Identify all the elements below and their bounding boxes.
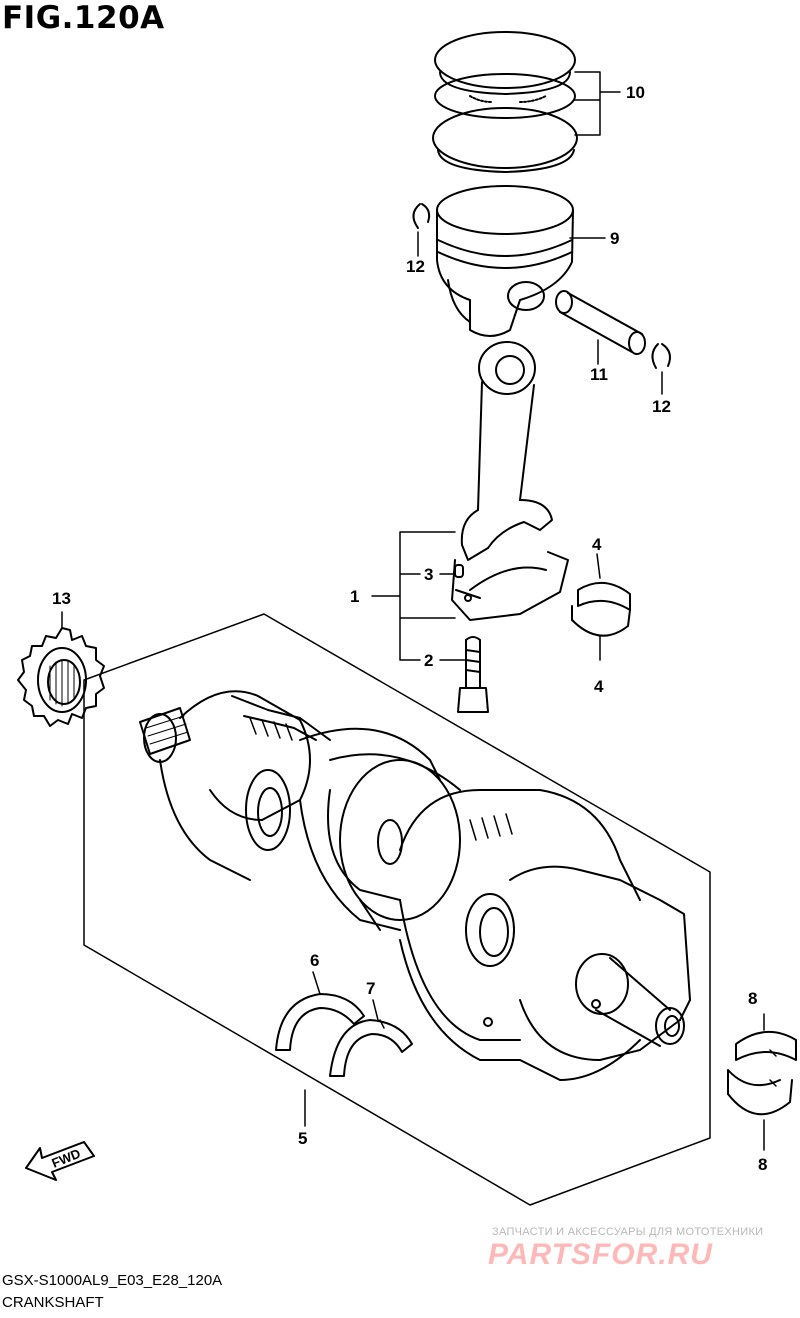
con-rod-bolt [457,636,489,713]
piston [436,185,574,337]
callout-8b: 8 [758,1155,768,1174]
crankshaft-box [83,613,711,1206]
callout-5: 5 [298,1129,308,1148]
piston-rings [432,31,578,173]
figure-code: GSX-S1000AL9_E03_E28_120A [2,1272,223,1289]
figure-title: FIG.120A [2,0,165,36]
main-bearing [727,1030,797,1116]
callout-8a: 8 [748,989,758,1008]
thrust-bearings [275,993,413,1077]
callout-9: 9 [610,229,620,248]
watermark-brand: PARTSFOR.RU [488,1238,713,1271]
callout-13: 13 [52,589,71,608]
piston-pin [555,290,646,355]
timing-sprocket [17,627,105,727]
watermark-tagline: ЗАПЧАСТИ И АКСЕССУАРЫ ДЛЯ МОТОТЕХНИКИ [492,1226,764,1238]
callout-10: 10 [626,83,645,102]
callout-12a: 12 [406,257,425,276]
callout-6: 6 [310,951,320,970]
callout-12b: 12 [652,397,671,416]
conrod-bearings [571,582,631,637]
callout-4b: 4 [594,677,604,696]
leader-lines [61,71,765,1151]
callout-2: 2 [424,651,434,670]
figure-name: CRANKSHAFT [2,1294,104,1311]
callout-4a: 4 [592,535,602,554]
crankshaft [139,690,691,1081]
callout-7: 7 [366,979,376,998]
callout-3: 3 [424,565,434,584]
callout-1: 1 [350,587,360,606]
callout-11: 11 [590,365,608,384]
fwd-arrow-icon [25,1141,95,1181]
connecting-rod [451,341,569,621]
circlips [412,203,671,369]
